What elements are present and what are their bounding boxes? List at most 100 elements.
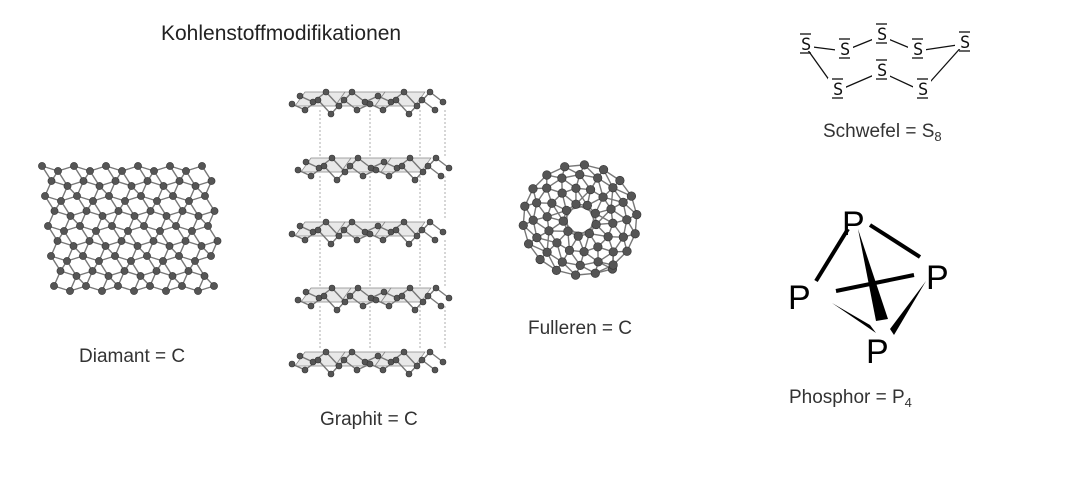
- graphite-atom: [405, 110, 413, 118]
- fullerene-atom: [542, 212, 552, 222]
- fullerene-atom: [558, 216, 568, 226]
- sulfur-atom-label: S: [913, 40, 923, 60]
- diamond-atom: [207, 252, 215, 260]
- diamond-atom: [204, 222, 212, 230]
- fullerene-atom: [632, 210, 642, 220]
- graphite-atom: [314, 226, 322, 234]
- graphite-atom: [406, 154, 414, 162]
- graphite-atom: [294, 296, 302, 304]
- graphite-atom: [439, 98, 447, 106]
- fullerene-atom: [622, 215, 632, 225]
- fullerene-atom: [584, 228, 594, 239]
- graphite-atom: [301, 236, 309, 244]
- diamond-atom: [47, 177, 56, 185]
- diamond-atom: [198, 162, 206, 170]
- graphite-atom: [346, 162, 354, 170]
- fullerene-atom: [618, 232, 628, 242]
- graphite-atom: [379, 236, 387, 244]
- fullerene-atom: [608, 247, 618, 257]
- diamond-atom: [168, 272, 177, 280]
- diamond-atom: [118, 167, 126, 175]
- graphite-atom: [424, 292, 432, 300]
- fullerene-atom: [542, 170, 552, 180]
- phosphorus-atom-label: P: [866, 333, 889, 371]
- graphit-caption: Graphit = C: [320, 409, 418, 430]
- graphite-atom: [413, 102, 421, 110]
- phosphorus-wedge-bond: [890, 281, 926, 335]
- fullerene-atom: [570, 270, 581, 280]
- graphite-atom: [405, 240, 413, 248]
- fullerene-atom: [608, 260, 618, 270]
- diamond-atom: [149, 237, 158, 245]
- diamond-atom: [60, 227, 68, 235]
- phosphor-caption: Phosphor = P4: [789, 387, 912, 410]
- diamond-atom: [166, 162, 174, 170]
- fullerene-atom: [622, 246, 632, 256]
- graphite-atom: [379, 366, 387, 374]
- graphite-atom: [328, 284, 336, 292]
- diamond-atom: [162, 287, 170, 295]
- fullerene-atom: [575, 260, 585, 270]
- diamond-atom: [79, 252, 87, 260]
- sulfur-atom-bg: [955, 31, 973, 49]
- fullerene-atom: [603, 232, 613, 242]
- graphite-atom: [288, 360, 296, 368]
- diamond-atom: [57, 197, 65, 205]
- graphite-atom: [341, 168, 349, 176]
- sulfur-atom-bg: [828, 78, 846, 96]
- graphite-atom: [333, 306, 341, 314]
- diamond-atom: [79, 177, 88, 185]
- diamond-atom: [130, 287, 138, 295]
- fulleren-caption: Fulleren = C: [528, 318, 633, 339]
- fullerene-atom: [608, 183, 618, 193]
- diamond-atom: [178, 282, 186, 290]
- diamond-atom: [175, 252, 183, 260]
- fullerene-atom: [618, 197, 628, 208]
- fullerene-atom: [528, 215, 538, 225]
- graphite-atom: [439, 228, 447, 236]
- diamond-atom: [140, 222, 148, 230]
- phosphorus-atom-label: P: [842, 205, 865, 243]
- graphite-atom: [359, 302, 367, 310]
- fullerene-atom: [615, 175, 625, 186]
- diamond-atom: [194, 212, 203, 220]
- graphite-atom: [302, 158, 310, 166]
- sulfur-atom-bg: [872, 59, 890, 77]
- graphite-atom: [340, 226, 348, 234]
- fullerene-atom: [582, 200, 592, 210]
- sulfur-atom-bg: [835, 38, 853, 56]
- schwefel-caption-text: Schwefel = S: [823, 121, 935, 142]
- sulfur-atom-label: S: [840, 40, 850, 60]
- fullerene-atom: [575, 170, 585, 180]
- diamond-atom: [56, 267, 65, 275]
- diamond-atom: [63, 257, 71, 265]
- diamond-atom: [130, 212, 139, 220]
- diamond-atom: [86, 167, 94, 175]
- graphite-atom: [296, 222, 304, 230]
- graphite-atom: [301, 106, 309, 114]
- graphite-atom: [400, 88, 408, 96]
- diamond-atom: [95, 257, 103, 265]
- page-title: Kohlenstoffmodifikationen: [161, 22, 402, 45]
- diamond-atom: [213, 237, 222, 245]
- diamond-atom: [98, 212, 107, 220]
- diamond-atom: [98, 287, 106, 295]
- fullerene-atom: [552, 238, 562, 248]
- fullerene-atom: [593, 173, 603, 183]
- graphite-atom: [353, 236, 361, 244]
- graphite-atom: [341, 298, 349, 306]
- fullerene-atom: [608, 218, 618, 228]
- diamond-atom: [159, 182, 168, 190]
- sulfur-atom-bg: [913, 78, 931, 96]
- fullerene-atom: [557, 173, 567, 183]
- graphite-atom: [431, 106, 439, 114]
- graphite-atom: [437, 302, 445, 310]
- diamond-atom: [89, 197, 97, 205]
- diamond-atom: [210, 282, 218, 290]
- graphite-atom: [380, 288, 388, 296]
- diamond-atom: [159, 257, 167, 265]
- graphite-atom: [340, 96, 348, 104]
- graphite-atom: [385, 302, 393, 310]
- sulfur-atom-label: S: [960, 33, 970, 53]
